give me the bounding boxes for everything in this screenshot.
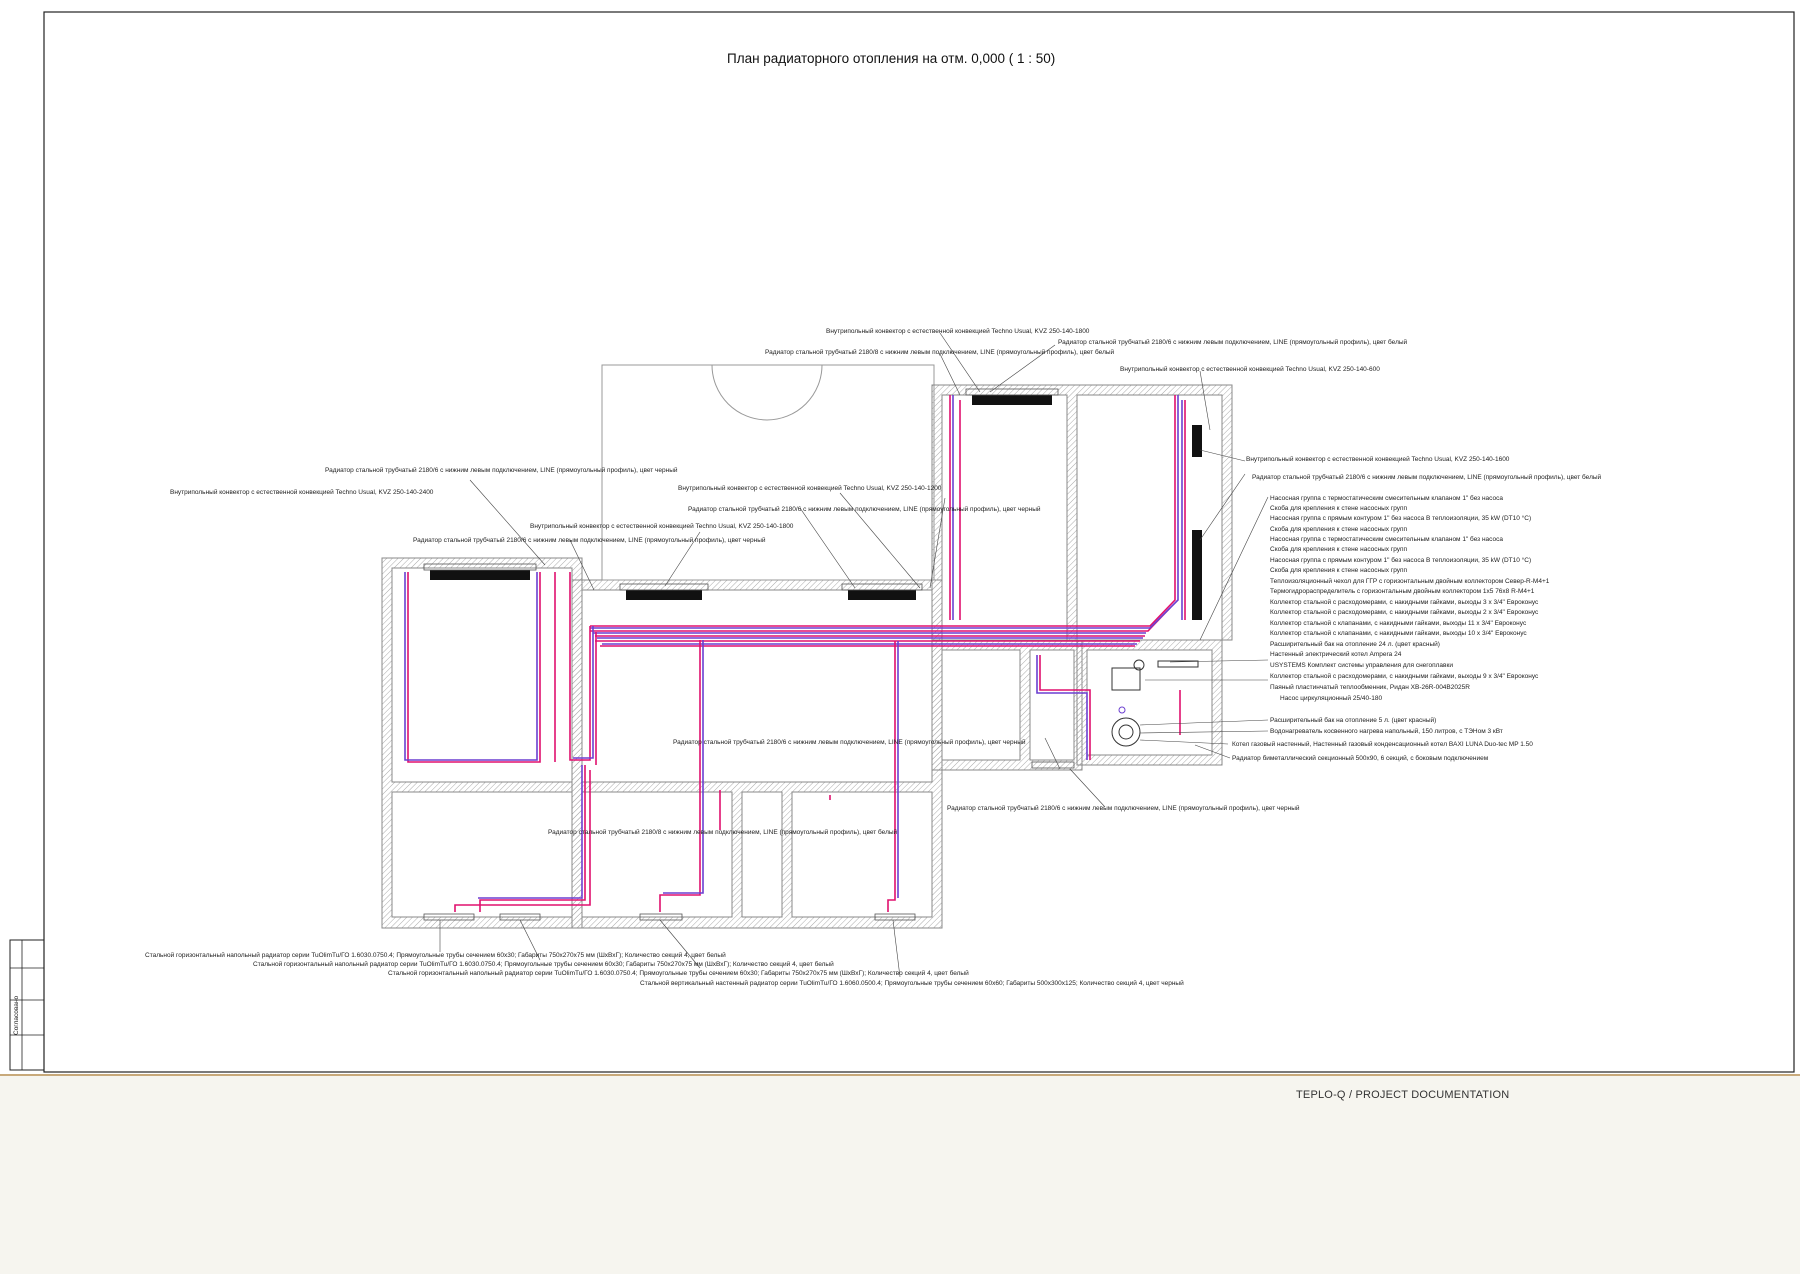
- annotation-label: Паяный пластинчатый теплообменник, Ридан…: [1270, 683, 1470, 691]
- leader-lines: [439, 332, 1269, 978]
- annotation-label: Насосная группа с термостатическим смеси…: [1270, 535, 1503, 543]
- annotation-label: Радиатор стальной трубчатый 2180/6 с ниж…: [325, 466, 678, 474]
- boiler-equipment: [1111, 659, 1199, 747]
- door-arc: [711, 364, 823, 421]
- annotation-label: Скоба для крепления к стене насосных гру…: [1270, 525, 1408, 533]
- sheet-frame: [43, 11, 1795, 1073]
- annotation-label: Радиатор биметаллический секционный 500х…: [1232, 754, 1489, 762]
- annotation-label: Внутрипольный конвектор с естественной к…: [678, 484, 942, 492]
- annotation-label: Расширительный бак на отопление 5 л. (цв…: [1270, 716, 1436, 724]
- annotation-labels: Внутрипольный конвектор с естественной к…: [145, 327, 1602, 987]
- annotation-label: Коллектор стальной с расходомерами, с на…: [1270, 672, 1539, 680]
- annotation-label: Водонагреватель косвенного нагрева напол…: [1270, 727, 1503, 735]
- drawing-title: План радиаторного отопления на отм. 0,00…: [727, 51, 1055, 66]
- annotation-label: Стальной горизонтальный напольный радиат…: [388, 969, 969, 977]
- stamp-label: Согласовано: [13, 996, 20, 1035]
- annotation-label: Радиатор стальной трубчатый 2180/6 с ниж…: [1252, 473, 1602, 481]
- annotation-label: Насосная группа с прямым контуром 1" без…: [1270, 514, 1531, 522]
- annotation-label: Насос циркуляционный 25/40-180: [1280, 694, 1383, 702]
- radiator-outlines: [423, 388, 1075, 921]
- annotation-label: Скоба для крепления к стене насосных гру…: [1270, 504, 1408, 512]
- pipe-routes: [404, 395, 1186, 912]
- annotation-label: Внутрипольный конвектор с естественной к…: [530, 522, 794, 530]
- annotation-label: Скоба для крепления к стене насосных гру…: [1270, 545, 1408, 553]
- annotation-label: Настенный электрический котел Ampera 24: [1270, 650, 1402, 658]
- annotation-label: Радиатор стальной трубчатый 2180/6 с ниж…: [947, 804, 1300, 812]
- annotation-label: Внутрипольный конвектор с естественной к…: [1120, 365, 1380, 373]
- footer-bar: [0, 1074, 1800, 1274]
- annotation-label: Стальной вертикальный настенный радиатор…: [640, 979, 1184, 987]
- annotation-label: Коллектор стальной с расходомерами, с на…: [1270, 608, 1539, 616]
- annotation-label: Насосная группа с термостатическим смеси…: [1270, 494, 1503, 502]
- annotation-label: Стальной горизонтальный напольный радиат…: [253, 960, 834, 968]
- annotation-label: Внутрипольный конвектор с естественной к…: [170, 488, 434, 496]
- annotation-label: Радиатор стальной трубчатый 2180/8 с ниж…: [548, 828, 898, 836]
- annotation-label: Внутрипольный конвектор с естественной к…: [826, 327, 1090, 335]
- annotation-label: Радиатор стальной трубчатый 2180/6 с ниж…: [688, 505, 1041, 513]
- radiators: [430, 395, 1202, 620]
- annotation-label: Внутрипольный конвектор с естественной к…: [1246, 455, 1510, 463]
- annotation-label: Радиатор стальной трубчатый 2180/8 с ниж…: [765, 348, 1115, 356]
- annotation-label: Насосная группа с прямым контуром 1" без…: [1270, 556, 1531, 564]
- annotation-label: USYSTEMS Комплект системы управления для…: [1270, 662, 1453, 669]
- footer-text: TEPLO-Q / PROJECT DOCUMENTATION: [1296, 1089, 1510, 1101]
- annotation-label: Расширительный бак на отопление 24 л. (ц…: [1270, 640, 1440, 648]
- annotation-label: Коллектор стальной с клапанами, с накидн…: [1270, 629, 1527, 637]
- sheet-stamp-strip: [9, 939, 45, 1071]
- annotation-label: Радиатор стальной трубчатый 2180/6 с ниж…: [1058, 338, 1408, 346]
- annotation-label: Радиатор стальной трубчатый 2180/6 с ниж…: [413, 536, 766, 544]
- annotation-label: Котел газовый настенный, Настенный газов…: [1232, 740, 1533, 748]
- annotation-label: Коллектор стальной с расходомерами, с на…: [1270, 598, 1539, 606]
- annotation-label: Стальной горизонтальный напольный радиат…: [145, 951, 726, 959]
- annotation-label: Коллектор стальной с клапанами, с накидн…: [1270, 619, 1527, 627]
- annotation-label: Теплоизоляционный чехол для ГГР с горизо…: [1270, 577, 1550, 585]
- annotation-label: Скоба для крепления к стене насосных гру…: [1270, 566, 1408, 574]
- annotation-label: Радиатор стальной трубчатый 2180/6 с ниж…: [673, 738, 1026, 746]
- annotation-label: Термогидрораспределитель с горизонтальны…: [1270, 587, 1535, 595]
